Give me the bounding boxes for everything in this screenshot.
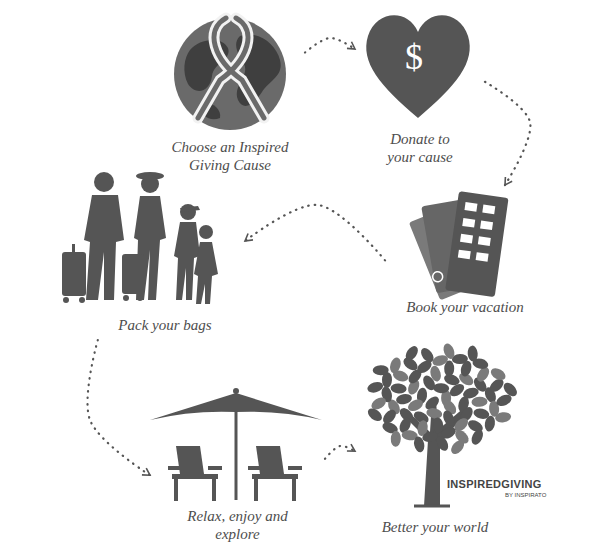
heart-icon bbox=[366, 15, 469, 118]
leaf bbox=[390, 383, 407, 394]
step-node: Relax, enjoy and explore bbox=[150, 385, 325, 549]
dotted-arrow bbox=[88, 340, 150, 475]
leaf bbox=[418, 346, 436, 365]
leaf bbox=[441, 342, 456, 361]
leaf bbox=[489, 366, 508, 383]
leaf bbox=[467, 345, 478, 362]
leaf bbox=[429, 365, 443, 383]
step-node: Donate to your cause bbox=[355, 8, 485, 172]
step-node: Better your world bbox=[355, 340, 515, 542]
leaf bbox=[413, 435, 426, 453]
leaf bbox=[449, 438, 467, 457]
step-caption: Pack your bags bbox=[85, 316, 245, 334]
leaf bbox=[366, 380, 384, 394]
step-caption: Choose an Inspired Giving Cause bbox=[155, 138, 305, 174]
leaf bbox=[366, 406, 385, 424]
step-node: Book your vacation bbox=[385, 185, 545, 322]
leaf bbox=[421, 431, 438, 444]
leaf bbox=[433, 383, 450, 394]
umbrella-chairs-icon bbox=[150, 388, 322, 501]
dotted-arrow bbox=[485, 82, 530, 185]
leaf bbox=[403, 344, 420, 363]
leaf bbox=[501, 380, 519, 398]
leaf bbox=[471, 396, 488, 407]
leaf bbox=[388, 356, 402, 374]
logo-subtext: BY INSPIRATO bbox=[505, 492, 546, 498]
leaf bbox=[434, 434, 451, 453]
leaf bbox=[494, 411, 511, 423]
dotted-arrow bbox=[325, 446, 355, 459]
dollar-sign: $ bbox=[405, 36, 423, 78]
step-caption: Better your world bbox=[355, 518, 515, 536]
dotted-arrow bbox=[245, 205, 385, 260]
leaf bbox=[373, 365, 389, 375]
family-icon bbox=[62, 172, 218, 304]
logo-text: INSPIREDGIVING bbox=[447, 478, 542, 490]
step-caption: Relax, enjoy and explore bbox=[185, 507, 290, 543]
globe-icon bbox=[174, 18, 286, 130]
step-node: Choose an Inspired Giving Cause bbox=[155, 10, 305, 180]
dotted-arrow bbox=[305, 38, 355, 53]
step-caption: Book your vacation bbox=[385, 298, 545, 316]
ticket-icon bbox=[409, 191, 509, 300]
leaf bbox=[390, 431, 401, 448]
leaf bbox=[484, 415, 497, 432]
step-caption: Donate to your cause bbox=[375, 130, 465, 166]
leaf bbox=[441, 409, 456, 428]
step-node: Pack your bags bbox=[85, 160, 245, 340]
leaf bbox=[469, 428, 485, 447]
